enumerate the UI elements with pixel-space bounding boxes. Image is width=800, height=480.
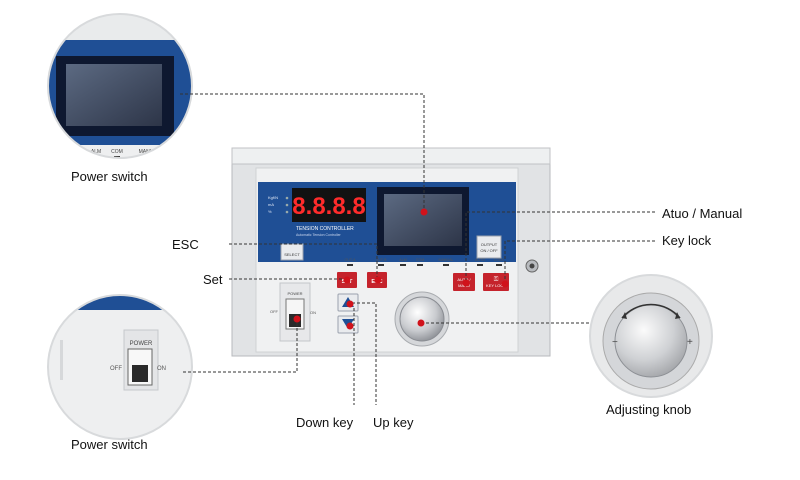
leader-esc — [229, 243, 378, 279]
zoom-off-label: OFF — [110, 366, 122, 372]
leader-auto-manual — [465, 211, 655, 282]
zoom-lcd: ALM COM MANU — [47, 13, 193, 159]
power-switch-plate — [279, 282, 311, 342]
marker-set — [343, 276, 351, 284]
zoom-power-switch: POWER OFF ON — [47, 294, 193, 440]
select-key-label: SELECT — [284, 252, 300, 257]
indicator-out-b: OUT-B — [376, 258, 388, 262]
adjusting-knob[interactable] — [399, 296, 445, 342]
leader-lines — [180, 93, 655, 405]
indicator-auto: AUTO — [475, 258, 485, 262]
callout-down-key: Down key — [296, 415, 354, 430]
indicator-row: OUT-A OUT-B ALM COM MANUAL AUTO LOCK — [345, 258, 504, 266]
zoom-power-label: POWER — [130, 341, 153, 347]
unit-label-2: mA — [268, 202, 274, 207]
indicator-com: COM — [416, 258, 424, 262]
callout-set: Set — [203, 272, 223, 287]
marker-lcd — [420, 208, 428, 216]
lcd-screen — [384, 194, 462, 246]
leader-lcd — [180, 93, 425, 210]
marker-esc — [374, 276, 382, 284]
callout-esc: ESC — [172, 237, 199, 252]
markers — [293, 208, 509, 330]
callout-power-switch-top: Power switch — [71, 169, 148, 184]
marker-auto-manual — [462, 279, 470, 287]
leader-up-key — [352, 302, 377, 405]
indicator-alm: ALM — [399, 258, 406, 262]
callout-up-key: Up key — [373, 415, 414, 430]
zoom-top-manu: MANU — [139, 149, 154, 155]
on-label: ON — [310, 310, 316, 315]
marker-key-lock — [501, 280, 509, 288]
output-key-line1: OUTPUT — [481, 242, 498, 247]
marker-knob — [417, 319, 425, 327]
indicator-out-a: OUT-A — [345, 258, 357, 262]
knob-plus: + — [687, 337, 693, 348]
zoom-knob: − + — [589, 274, 713, 398]
output-key-line2: ON / OFF — [480, 248, 498, 253]
zoom-top-com: COM — [111, 149, 123, 155]
tension-controller: 8.8.8.8 Kgf/N mA % TENSION CONTROLLER Au… — [231, 147, 551, 357]
callout-key-lock: Key lock — [662, 233, 712, 248]
knob-minus: − — [612, 337, 618, 348]
off-label: OFF — [270, 309, 279, 314]
indicator-lock: LOCK — [494, 258, 504, 262]
leader-key-lock — [504, 240, 655, 284]
unit-label-3: % — [268, 209, 272, 214]
callout-adjusting-knob: Adjusting knob — [606, 402, 692, 417]
led-display — [292, 188, 366, 222]
marker-up-key — [346, 300, 354, 308]
callout-power-switch-bottom: Power switch — [71, 437, 148, 452]
output-onoff-key[interactable] — [476, 235, 502, 259]
marker-down-key — [346, 322, 354, 330]
marker-power-switch — [293, 315, 301, 323]
zoom-on-label: ON — [157, 366, 166, 372]
leader-power-switch — [183, 321, 298, 373]
power-label: POWER — [287, 291, 302, 296]
callout-auto-manual: Atuo / Manual — [662, 206, 743, 221]
panel-subtitle: Automatic Tension Controller — [296, 233, 342, 237]
zoom-top-alm: ALM — [91, 149, 101, 155]
led-digits: 8.8.8.8 — [292, 193, 365, 220]
key-icon: ⚿ — [494, 276, 499, 283]
unit-label-1: Kgf/N — [268, 195, 278, 200]
panel-title: TENSION CONTROLLER — [296, 226, 354, 232]
key-lock-label: KEY LOCK — [486, 283, 506, 288]
indicator-manual: MANUAL — [439, 258, 454, 262]
auto-key-line1: AUTO / — [457, 277, 471, 282]
key-lock-key[interactable] — [483, 273, 509, 291]
